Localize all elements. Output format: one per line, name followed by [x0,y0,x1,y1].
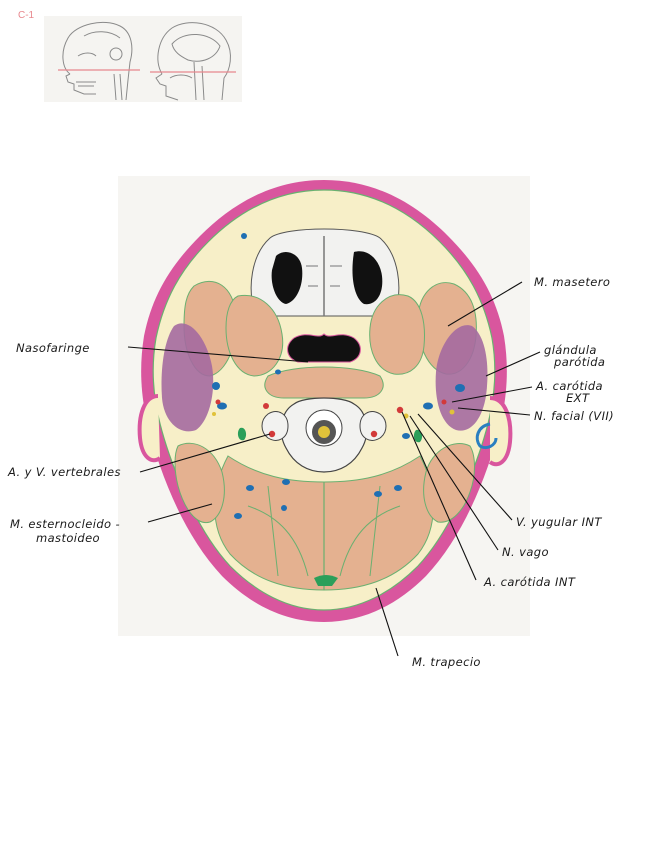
leader-glandula [486,352,540,376]
leader-nasofaringe [128,347,308,362]
leader-trapecio [376,588,398,656]
leader-yugular [418,414,512,520]
leader-facial [458,408,530,415]
leader-vertebrales [140,434,270,472]
leader-masetero [448,282,522,326]
leader-esternocleido [148,504,212,522]
leader-carotida-ext [452,387,532,402]
